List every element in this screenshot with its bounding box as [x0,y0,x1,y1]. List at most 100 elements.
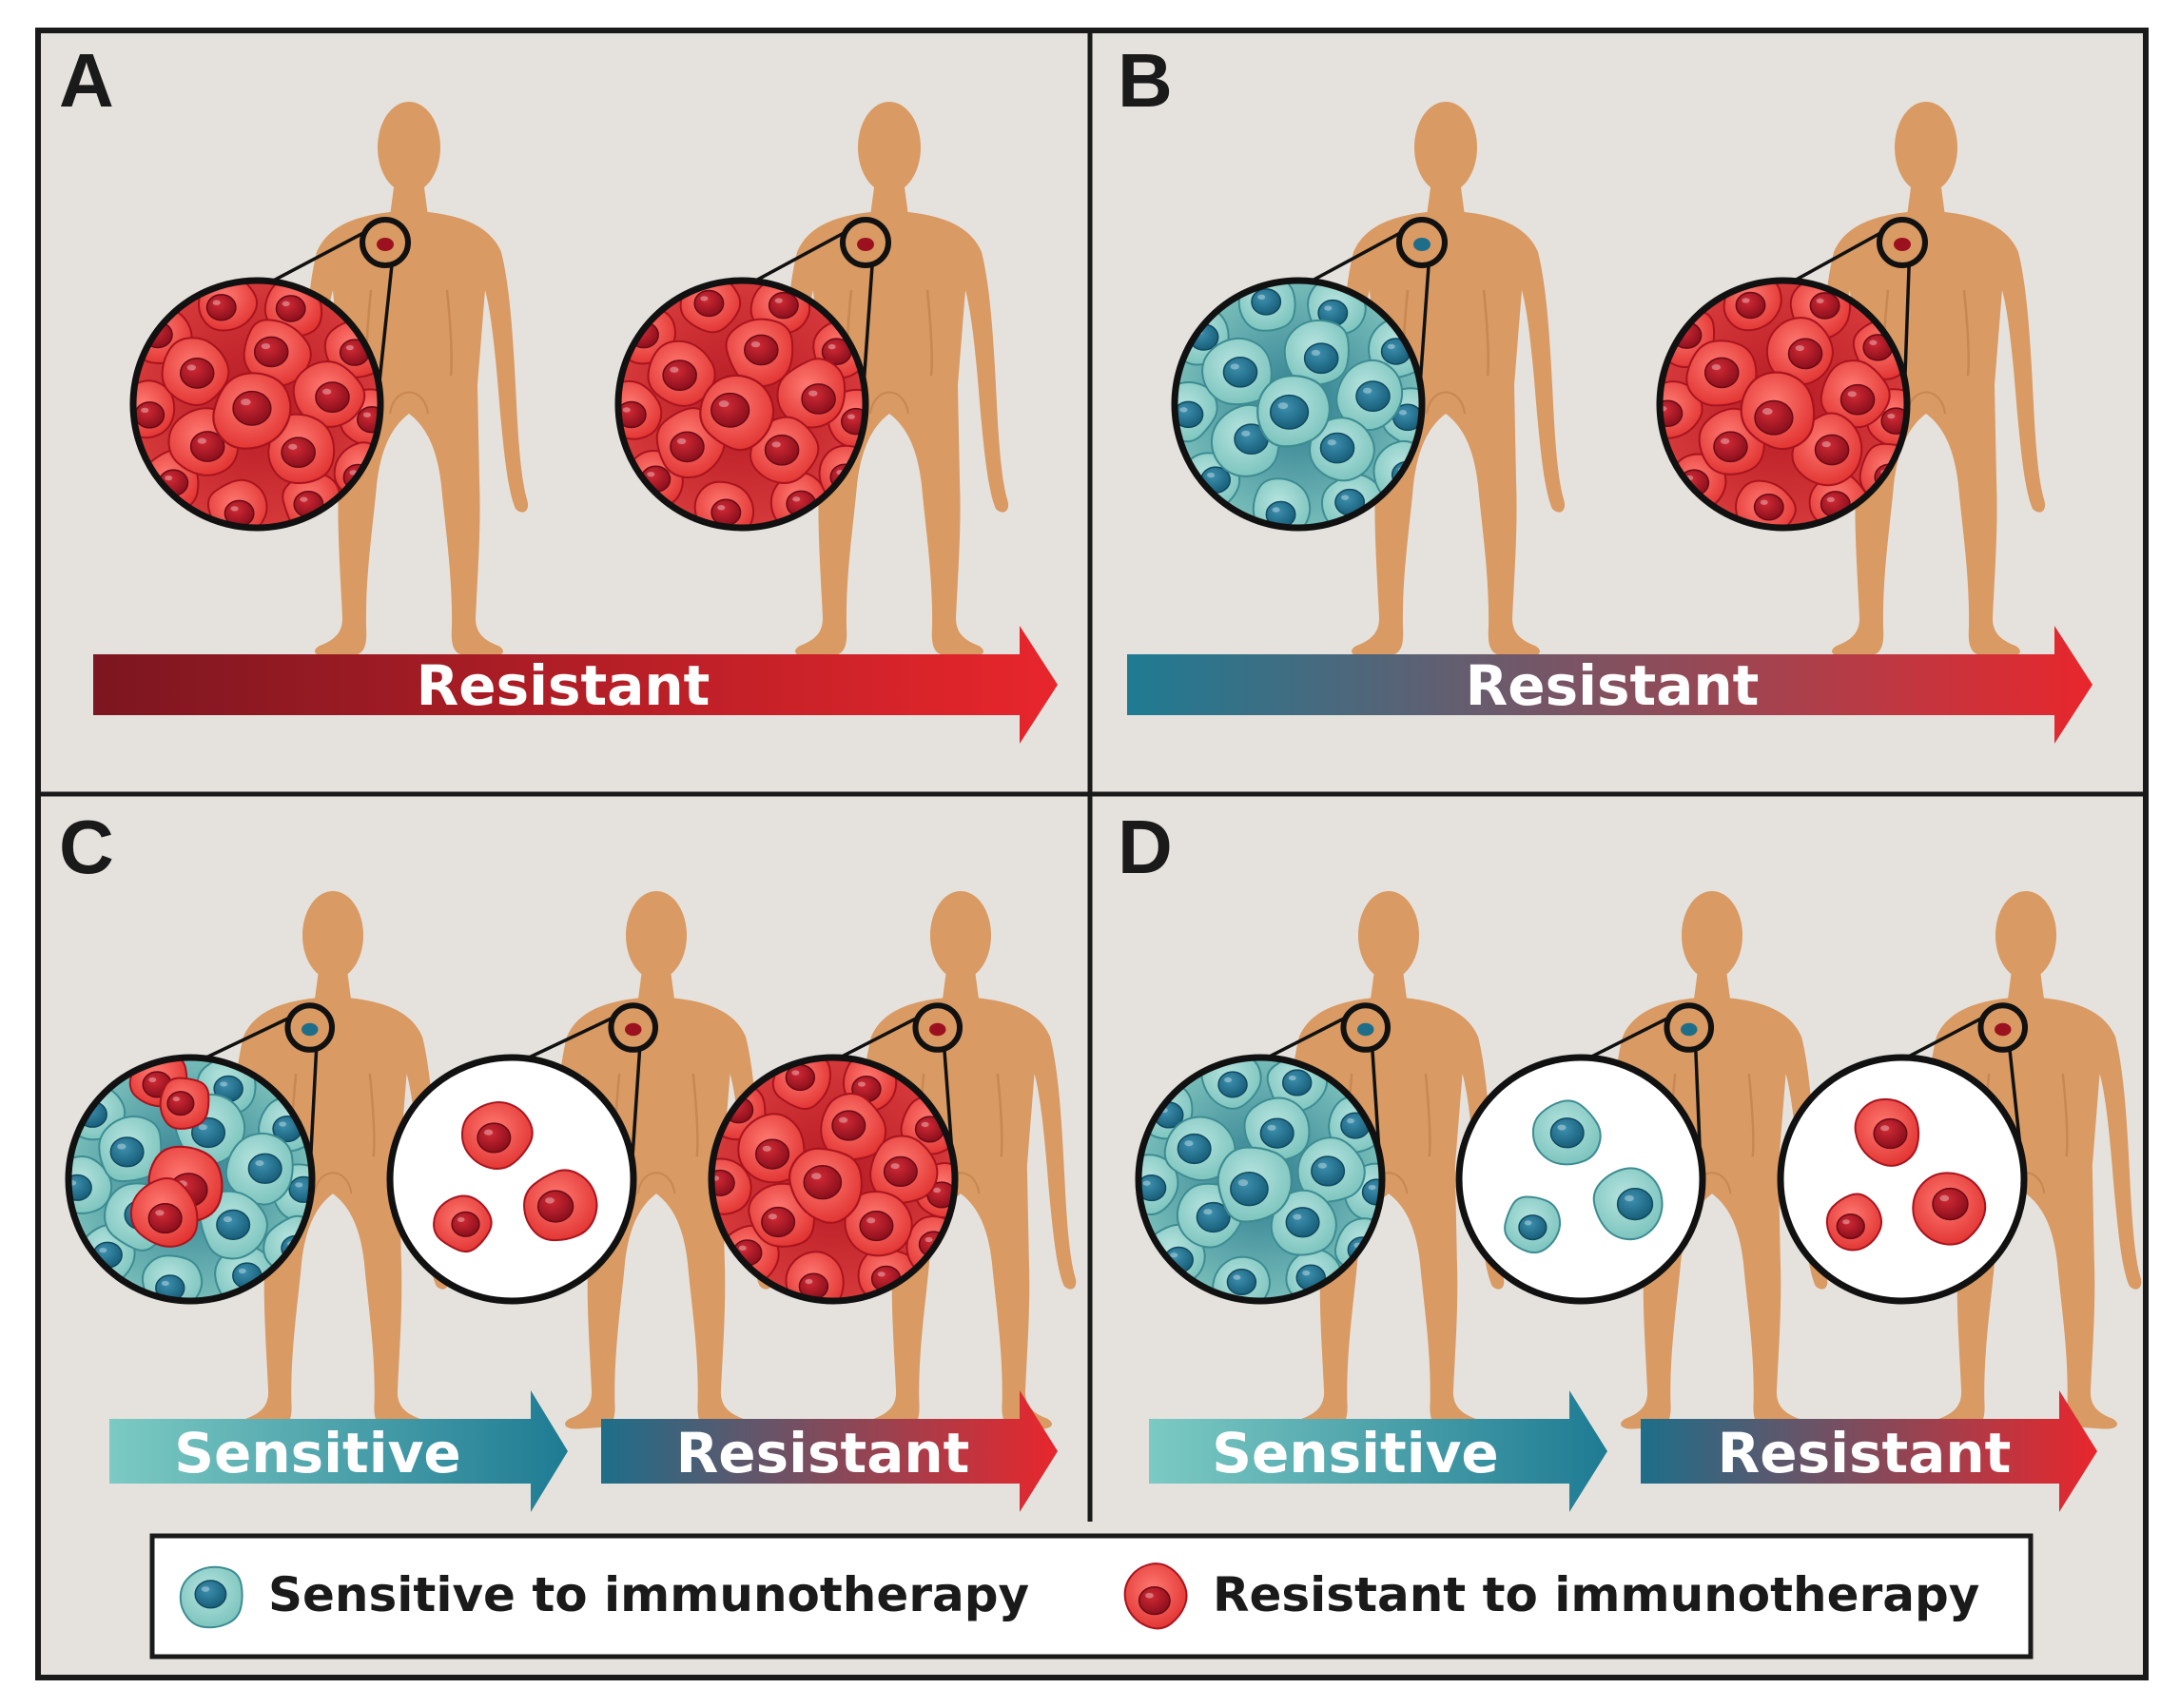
tumor-highlight-ring [1877,217,1928,268]
magnified-cell-view [614,277,869,532]
arrow-label: Resistant [676,1421,970,1485]
tumor-spot [929,1022,946,1037]
magnified-cell-view [386,1054,637,1305]
sensitive-cell [1243,1097,1311,1161]
magnified-cell-view [129,277,384,532]
sensitive-cell [1178,381,1218,443]
legend: Sensitive to immunotherapy Resistant to … [149,1533,2034,1659]
tumor-spot [857,238,874,251]
sensitive-cell [98,1116,163,1183]
human-figure [1272,889,1506,1430]
resistant-cell [1820,359,1891,429]
magnified-cell-view [1656,277,1911,532]
arrow-shape [601,1390,1058,1512]
resistant-cell [129,1177,199,1248]
human-figure [844,889,1078,1430]
panel-b-arrow: Resistant [1127,626,2092,744]
tumor-spot [1995,1022,2012,1037]
zoom-connector [526,1015,642,1162]
resistant-cell [1123,1562,1188,1630]
human-figure [539,889,773,1430]
sensitive-cell [1270,1189,1337,1256]
arrow-label: Resistant [1718,1421,2012,1485]
arrow-shape [93,626,1058,744]
human-figure [1909,889,2143,1430]
tumor-highlight-ring [608,1002,659,1053]
panel-d-letter: D [1118,805,1173,889]
resistant-cell [749,416,820,484]
sensitive-cell [1504,1195,1562,1254]
tumor-spot [1413,238,1431,251]
sensitive-cell [71,1155,113,1214]
sensitive-cell [1531,1099,1602,1166]
tumor-spot [625,1022,642,1037]
sensitive-cell [1201,337,1273,406]
resistant-cell [1912,1172,1987,1246]
legend-resistant-label: Resistant to immunotherapy [1213,1567,1979,1622]
tumor-highlight-ring [1977,1002,2029,1053]
tumor-spot [1357,1022,1374,1037]
resistant-cell [243,319,312,387]
panel-d-arrow-resistant: Resistant [1641,1390,2097,1512]
panel-d-arrow-sensitive: Sensitive [1149,1390,1607,1512]
arrow-shape [1149,1390,1607,1512]
tumor-spot [377,238,394,251]
magnified-cell-view [1171,277,1426,532]
tumor-highlight-ring [360,217,411,268]
zoom-connector [1793,229,1911,381]
panel-a-arrow: Resistant [93,626,1058,744]
human-figure [769,100,1010,658]
sensitive-cell [1296,1136,1366,1204]
resistant-cell [844,1190,913,1257]
zoom-connector [270,229,394,386]
resistant-cell [1825,1193,1883,1252]
resistant-cell [136,379,176,439]
tumor-highlight-ring [912,1002,963,1053]
magnified-cell-view [1777,1054,2028,1305]
zoom-connector [1588,1015,1703,1155]
zoom-connector [1905,1015,2023,1152]
sensitive-cell [179,1565,243,1629]
panel-c-arrow-sensitive: Sensitive [109,1390,568,1512]
zoom-connector [204,1015,319,1161]
tumor-highlight-ring [1340,1002,1392,1053]
zoom-connector [1310,229,1431,384]
arrow-label: Resistant [417,653,710,718]
zoom-connector [753,229,874,384]
resistant-cell [212,372,292,450]
sensitive-cell [224,1132,294,1206]
sensitive-cell [1163,1116,1236,1182]
human-figure [288,100,530,658]
panel-c-arrow-resistant: Resistant [601,1390,1058,1512]
red-cell-icon [1123,1562,1188,1630]
tumor-spot [1681,1022,1698,1037]
teal-cell-icon [179,1565,243,1629]
resistant-cell [820,1092,887,1161]
resistant-cell [292,360,366,428]
resistant-cell [776,358,847,429]
sensitive-cell [1283,319,1350,386]
arrow-label: Resistant [1466,653,1760,718]
panel-b-letter: B [1118,38,1173,123]
resistant-cell [433,1194,493,1253]
tumor-highlight-ring [284,1002,336,1053]
tumor-highlight-ring [840,217,891,268]
resistant-cell [460,1101,534,1171]
magnified-cell-view [1135,1054,1386,1305]
resistant-cell [1765,317,1834,386]
resistant-cell [161,337,230,407]
arrow-shape [109,1390,568,1512]
resistant-cell [267,413,336,485]
tumor-highlight-ring [1396,217,1448,268]
human-figure [1325,100,1567,658]
resistant-cell [788,1147,864,1224]
zoom-connector [838,1015,954,1154]
legend-box [149,1533,2034,1659]
panel-a-letter: A [59,38,114,123]
sensitive-cell [1309,417,1375,482]
sensitive-cell [1256,375,1332,448]
human-figure [1805,100,2047,658]
tumor-spot [302,1022,319,1037]
resistant-cell [523,1169,598,1242]
